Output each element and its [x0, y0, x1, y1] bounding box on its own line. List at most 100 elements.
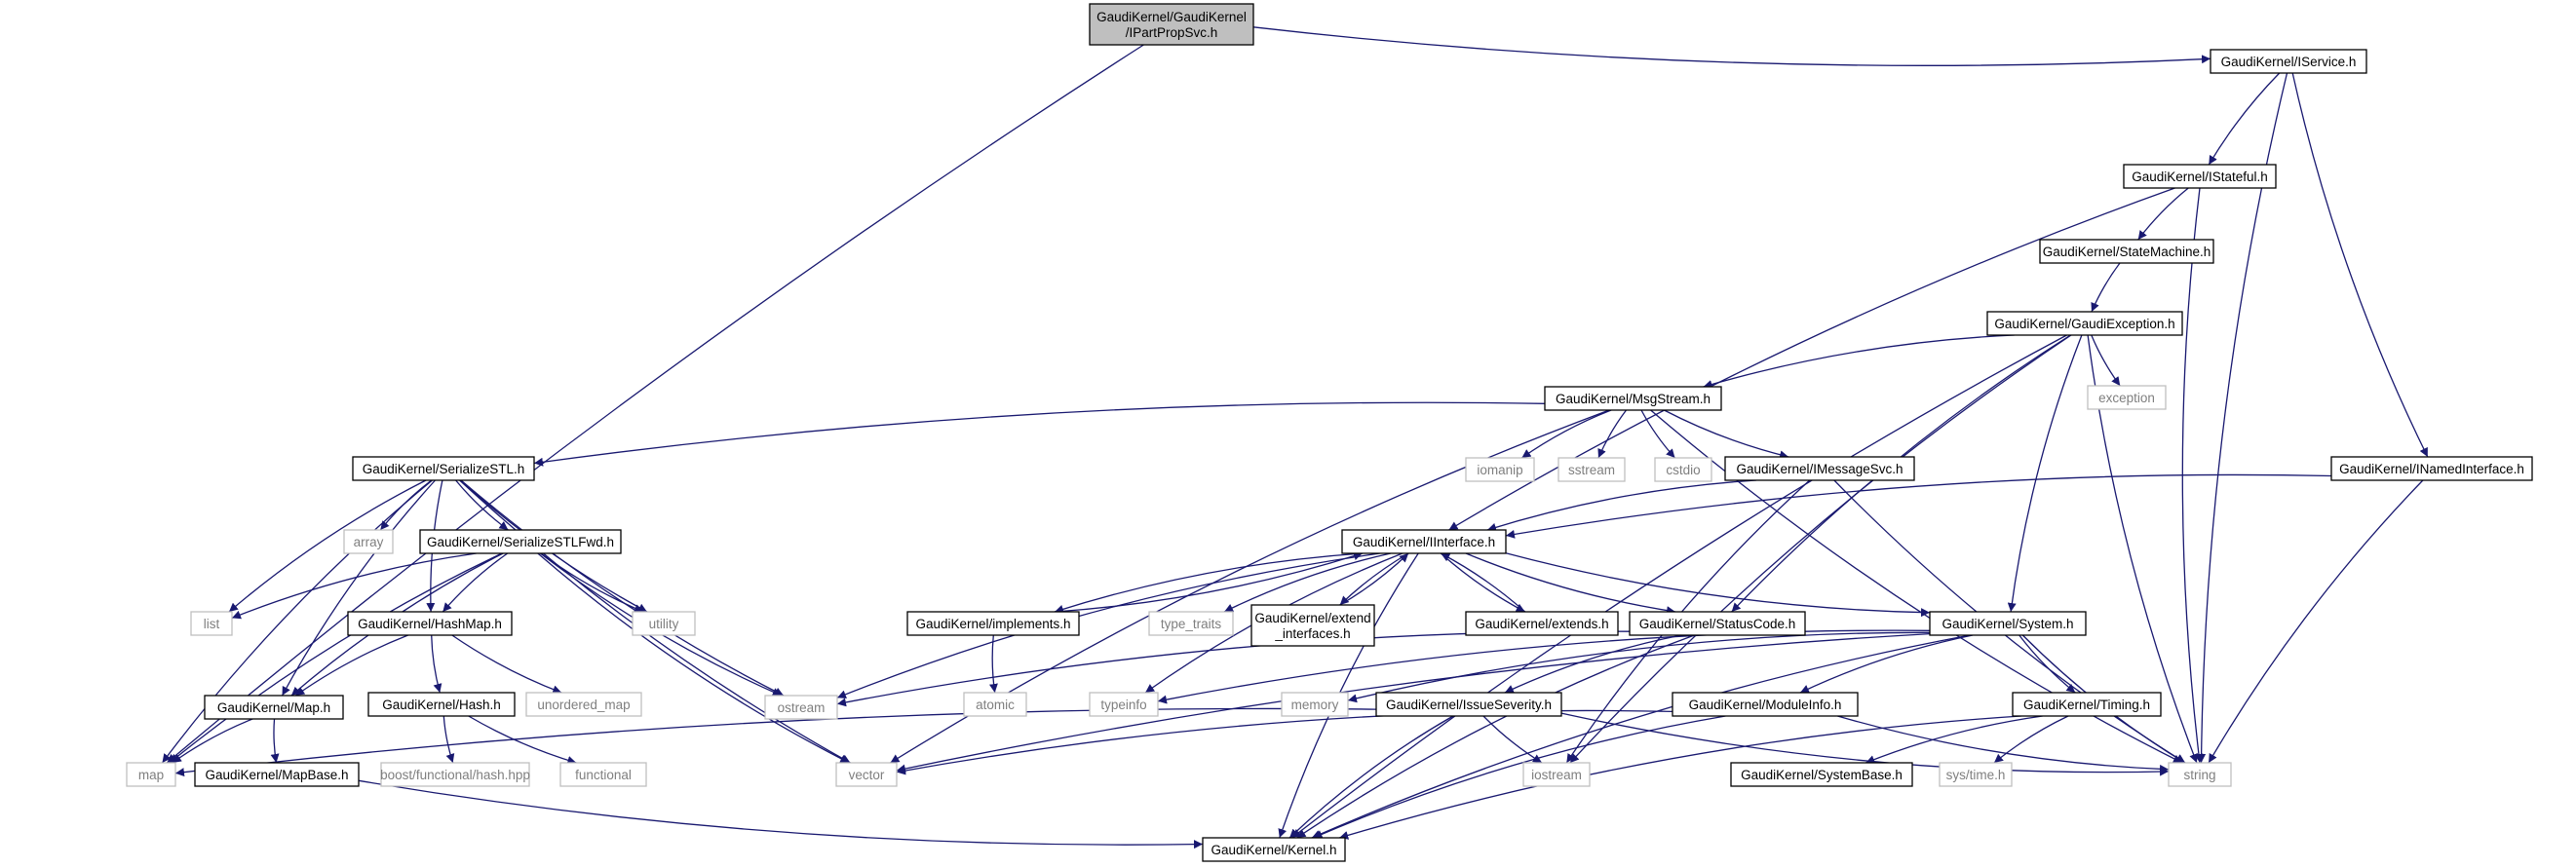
edge-IInterface-to-StatusCode — [1465, 552, 1676, 616]
node-box-IMessageSvc — [1724, 456, 1915, 481]
edge-Timing-to-SystemBase — [1865, 715, 2043, 764]
node-implements[interactable]: GaudiKernel/implements.h — [906, 611, 1080, 636]
node-box-IInterface — [1341, 529, 1507, 554]
node-MsgStream[interactable]: GaudiKernel/MsgStream.h — [1544, 386, 1722, 411]
edge-MsgStream-to-cstdio — [1640, 409, 1675, 459]
node-IStateful[interactable]: GaudiKernel/IStateful.h — [2123, 164, 2277, 189]
edge-INamedInterface-to-IInterface — [1505, 473, 2332, 539]
edge-ModuleInfo-to-string — [1837, 715, 2170, 774]
edge-StateMachine-to-GaudiException — [2091, 262, 2121, 313]
node-IPartPropSvc[interactable]: GaudiKernel/GaudiKernel/IPartPropSvc.h — [1089, 3, 1254, 46]
node-box-IService — [2210, 49, 2367, 74]
node-SerializeSTLFwd[interactable]: GaudiKernel/SerializeSTLFwd.h — [419, 529, 622, 554]
node-extends[interactable]: GaudiKernel/extends.h — [1465, 611, 1619, 636]
node-label-System: GaudiKernel/System.h — [1942, 617, 2073, 631]
node-label-array: array — [354, 535, 384, 549]
node-label-StatusCode: GaudiKernel/StatusCode.h — [1639, 617, 1796, 631]
node-Kernel[interactable]: GaudiKernel/Kernel.h — [1202, 837, 1346, 862]
edge-GaudiException-to-MsgStream — [1703, 334, 2015, 389]
edge-System-to-vector — [896, 632, 1931, 774]
edge-SerializeSTLFwd-to-vector — [537, 552, 850, 764]
node-label-IMessageSvc: GaudiKernel/IMessageSvc.h — [1736, 462, 1903, 476]
node-HashMap[interactable]: GaudiKernel/HashMap.h — [347, 611, 513, 636]
node-INamedInterface[interactable]: GaudiKernel/INamedInterface.h — [2330, 456, 2533, 481]
node-extend_interfaces[interactable]: GaudiKernel/extend_interfaces.h — [1250, 604, 1375, 647]
node-box-string — [2168, 762, 2232, 787]
node-utility: utility — [632, 611, 696, 636]
node-vector: vector — [835, 762, 898, 787]
edge-IPartPropSvc-to-map — [166, 44, 1144, 764]
node-label-extend_interfaces: _interfaces.h — [1274, 626, 1350, 641]
node-functional: functional — [559, 762, 647, 787]
edge-Map-to-map — [172, 718, 253, 764]
node-label-IPartPropSvc: /IPartPropSvc.h — [1126, 25, 1218, 40]
node-StatusCode[interactable]: GaudiKernel/StatusCode.h — [1629, 611, 1806, 636]
node-label-INamedInterface: GaudiKernel/INamedInterface.h — [2339, 462, 2524, 476]
node-label-SerializeSTL: GaudiKernel/SerializeSTL.h — [363, 462, 525, 476]
node-Map[interactable]: GaudiKernel/Map.h — [204, 695, 344, 720]
node-box-implements — [906, 611, 1080, 636]
node-box-memory — [1281, 692, 1349, 717]
node-label-systime: sys/time.h — [1946, 768, 2006, 782]
node-ostream: ostream — [764, 695, 838, 720]
node-box-ModuleInfo — [1672, 692, 1859, 717]
node-box-SerializeSTL — [352, 456, 535, 481]
node-SerializeSTL[interactable]: GaudiKernel/SerializeSTL.h — [352, 456, 535, 481]
edge-IInterface-to-ostream — [836, 552, 1380, 699]
node-map: map — [126, 762, 176, 787]
edge-Timing-to-systime — [1993, 715, 2069, 764]
edge-SerializeSTL-to-map — [161, 479, 433, 764]
node-SystemBase[interactable]: GaudiKernel/SystemBase.h — [1730, 762, 1913, 787]
node-label-sstream: sstream — [1568, 463, 1615, 477]
edge-IInterface-to-System — [1505, 552, 1931, 618]
node-box-list — [190, 611, 233, 636]
node-iostream: iostream — [1522, 762, 1591, 787]
node-box-vector — [835, 762, 898, 787]
edge-HashMap-to-Map — [294, 634, 408, 697]
node-ModuleInfo[interactable]: GaudiKernel/ModuleInfo.h — [1672, 692, 1859, 717]
edge-StatusCode-to-IssueSeverity — [1504, 634, 1682, 694]
edge-SerializeSTLFwd-to-utility — [540, 552, 644, 613]
node-Timing[interactable]: GaudiKernel/Timing.h — [2012, 692, 2162, 717]
edge-MsgStream-to-IMessageSvc — [1664, 409, 1789, 460]
node-list: list — [190, 611, 233, 636]
node-label-MsgStream: GaudiKernel/MsgStream.h — [1556, 392, 1711, 406]
edge-IService-to-IStateful — [2208, 72, 2281, 166]
node-systime: sys/time.h — [1939, 762, 2013, 787]
edge-IssueSeverity-to-string — [1560, 712, 2170, 776]
node-IMessageSvc[interactable]: GaudiKernel/IMessageSvc.h — [1724, 456, 1915, 481]
node-label-map: map — [138, 768, 164, 782]
node-box-exception — [2087, 385, 2167, 410]
node-IssueSeverity[interactable]: GaudiKernel/IssueSeverity.h — [1375, 692, 1562, 717]
node-IService[interactable]: GaudiKernel/IService.h — [2210, 49, 2367, 74]
node-box-functional — [559, 762, 647, 787]
edge-System-to-Kernel — [1311, 634, 1971, 839]
edge-GaudiException-to-System — [2007, 334, 2083, 613]
node-label-exception: exception — [2098, 391, 2155, 405]
node-IInterface[interactable]: GaudiKernel/IInterface.h — [1341, 529, 1507, 554]
node-System[interactable]: GaudiKernel/System.h — [1929, 611, 2087, 636]
node-MapBase[interactable]: GaudiKernel/MapBase.h — [194, 762, 360, 787]
node-StateMachine[interactable]: GaudiKernel/StateMachine.h — [2039, 239, 2214, 264]
node-Hash[interactable]: GaudiKernel/Hash.h — [367, 692, 516, 717]
edge-IStateful-to-StateMachine — [2137, 187, 2189, 241]
node-label-extends: GaudiKernel/extends.h — [1475, 617, 1608, 631]
edge-MapBase-to-Kernel — [358, 779, 1204, 849]
node-box-SerializeSTLFwd — [419, 529, 622, 554]
node-GaudiException[interactable]: GaudiKernel/GaudiException.h — [1986, 311, 2183, 336]
node-label-IInterface: GaudiKernel/IInterface.h — [1353, 535, 1495, 549]
node-box-System — [1929, 611, 2087, 636]
node-label-ModuleInfo: GaudiKernel/ModuleInfo.h — [1689, 698, 1842, 712]
node-label-SerializeSTLFwd: GaudiKernel/SerializeSTLFwd.h — [427, 535, 614, 549]
edge-MsgStream-to-sstream — [1597, 409, 1628, 459]
node-box-Timing — [2012, 692, 2162, 717]
edge-MsgStream-to-string — [1650, 409, 2183, 764]
node-memory: memory — [1281, 692, 1349, 717]
edge-IMessageSvc-to-IInterface — [1486, 479, 1757, 532]
node-label-utility: utility — [649, 617, 679, 631]
node-box-type_traits — [1148, 611, 1234, 636]
node-box-map — [126, 762, 176, 787]
node-label-string: string — [2183, 768, 2215, 782]
node-box-IStateful — [2123, 164, 2277, 189]
